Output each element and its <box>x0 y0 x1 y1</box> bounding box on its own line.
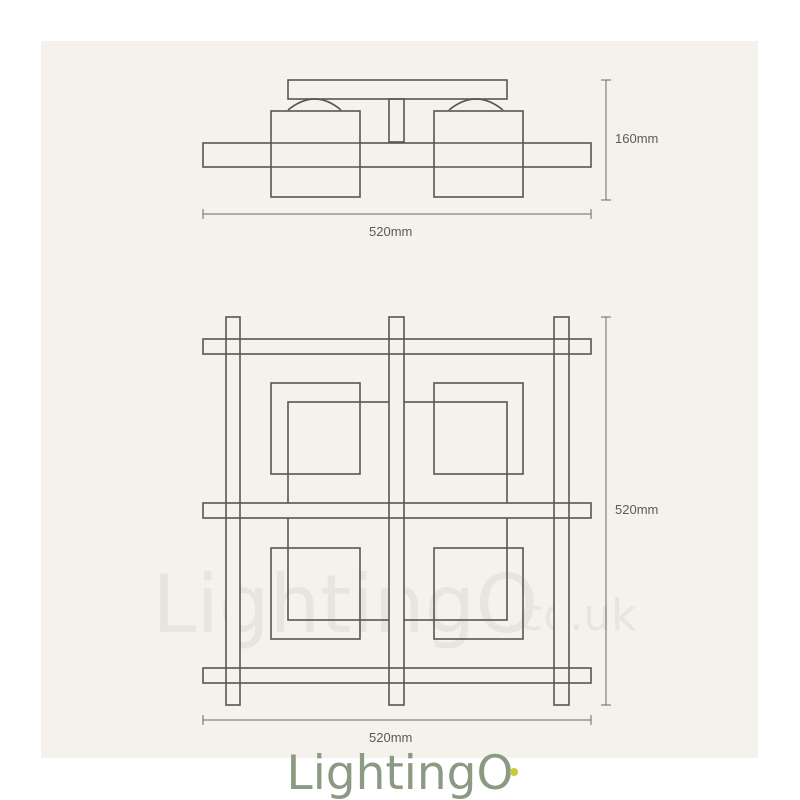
top-view-post-center <box>388 316 405 706</box>
brand-logo: LightingO <box>287 746 518 800</box>
depth-dimension-label: 520mm <box>615 502 658 517</box>
side-view-left-dome <box>287 98 342 111</box>
watermark-main: LightingO <box>152 558 538 651</box>
side-view-left-shade <box>270 110 361 198</box>
height-dimension-label: 160mm <box>615 131 658 146</box>
width-dimension-label: 520mm <box>369 224 412 239</box>
top-view-post-right <box>553 316 570 706</box>
top-view-shade-top-left <box>270 382 361 475</box>
side-view-right-shade <box>433 110 524 198</box>
side-view-right-dome <box>448 98 504 111</box>
side-view <box>202 79 592 198</box>
watermark: LightingO .co.uk <box>152 558 637 651</box>
top-view-shade-top-right <box>433 382 524 475</box>
top-view-post-left <box>225 316 241 706</box>
top-view <box>202 316 592 706</box>
side-view-bar <box>202 142 592 168</box>
top-view-shade-bottom-right <box>433 547 524 640</box>
side-view-stem <box>388 98 405 143</box>
brand-accent-dot <box>510 768 518 776</box>
brand-wordmark: LightingO <box>287 746 514 800</box>
side-view-dimensions <box>202 79 611 219</box>
top-width-dimension-label: 520mm <box>369 730 412 745</box>
side-view-canopy <box>287 79 508 100</box>
watermark-suffix: .co.uk <box>505 590 637 641</box>
top-view-shade-bottom-left <box>270 547 361 640</box>
top-view-dimensions <box>202 316 611 725</box>
